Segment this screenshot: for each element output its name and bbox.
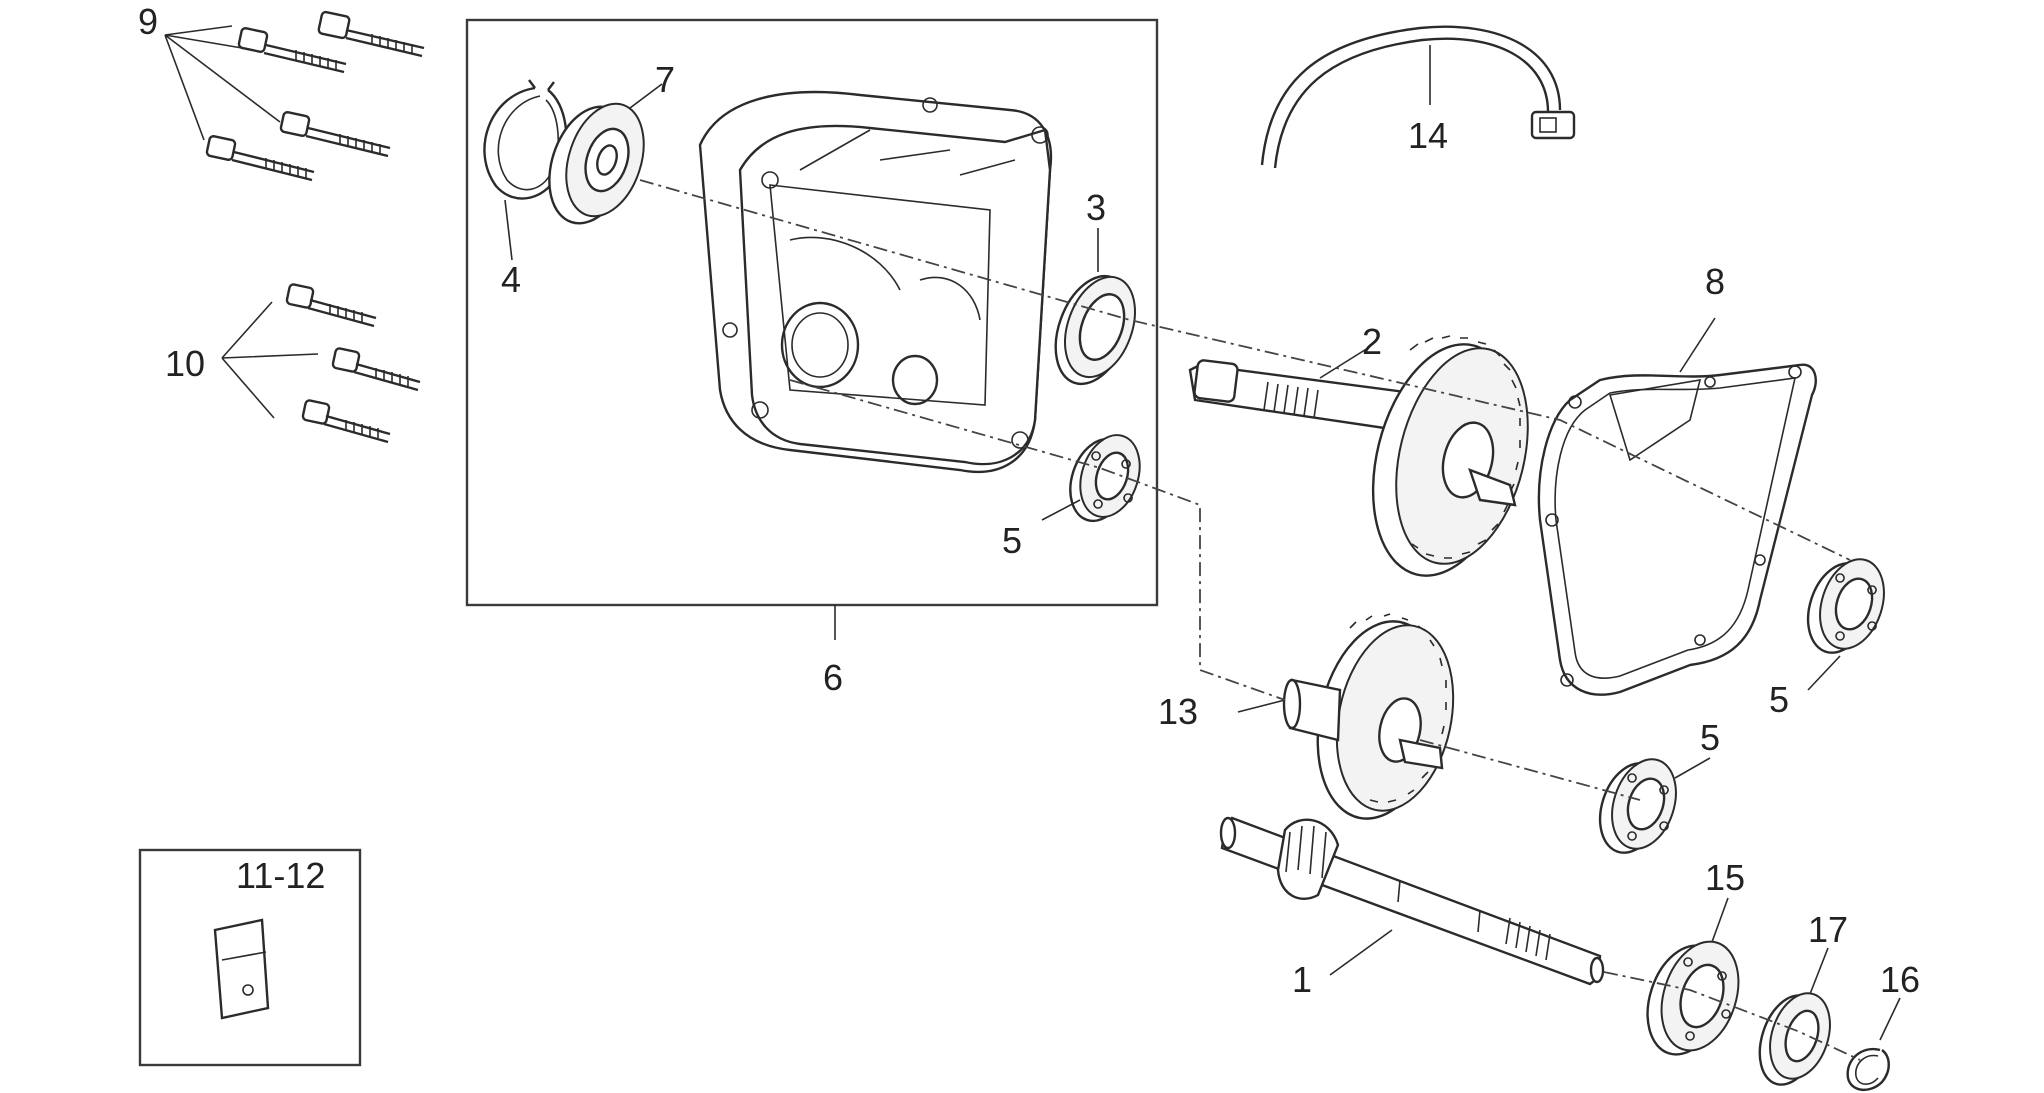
circlip-16 — [1846, 997, 1901, 1091]
callout-5-kit: 5 — [1002, 520, 1022, 561]
callout-1: 1 — [1292, 959, 1312, 1000]
callout-11-12: 11-12 — [236, 855, 325, 896]
callout-2: 2 — [1362, 321, 1382, 362]
shaft-gear-2 — [1188, 335, 1529, 577]
bolt-group-9 — [164, 10, 425, 182]
bolt — [317, 10, 425, 58]
leader-line-1 — [1329, 929, 1393, 976]
bearing-7 — [548, 83, 663, 225]
small-part-11-12 — [213, 918, 270, 1020]
small-part-box-frame — [138, 848, 362, 1067]
bolt — [205, 135, 315, 182]
bearing-15 — [1646, 897, 1740, 1056]
leader-line-13 — [1237, 699, 1286, 713]
bolt — [285, 283, 377, 328]
callout-5-right: 5 — [1769, 679, 1789, 720]
bolt — [237, 27, 347, 74]
bolt — [331, 347, 421, 392]
bolt — [301, 399, 391, 444]
gear-13 — [1237, 613, 1455, 820]
leader-line-17 — [1809, 947, 1829, 995]
leader-line-5-kit — [1041, 499, 1081, 521]
callout-15: 15 — [1705, 857, 1745, 898]
callout-17: 17 — [1808, 909, 1848, 950]
kit-box-frame — [465, 18, 1159, 607]
cable-14 — [1260, 25, 1576, 169]
gasket-8 — [1537, 317, 1817, 696]
oil-seal-3 — [1054, 228, 1136, 386]
leader-line-10 — [221, 301, 319, 419]
seal-17 — [1758, 947, 1831, 1086]
callout-labels: 9 7 4 3 14 8 2 10 5 6 5 13 5 11-12 15 17… — [138, 1, 1920, 1000]
bolt — [279, 111, 391, 158]
bearing-5-lower — [1598, 757, 1711, 854]
callout-3: 3 — [1086, 187, 1106, 228]
assembly-center-lines — [639, 179, 1861, 1061]
leader-line-15 — [1711, 897, 1729, 943]
callout-9: 9 — [138, 1, 158, 42]
callout-8: 8 — [1705, 261, 1725, 302]
bolt-group-10 — [221, 283, 421, 444]
callout-16: 16 — [1880, 959, 1920, 1000]
callout-13: 13 — [1158, 691, 1198, 732]
callout-4: 4 — [501, 259, 521, 300]
leader-line-4 — [504, 199, 513, 261]
leader-line-5-right — [1807, 655, 1841, 691]
callout-7: 7 — [655, 59, 675, 100]
bearing-5-kit — [1041, 434, 1141, 523]
gear-2-teeth — [1371, 335, 1529, 577]
leader-line-7 — [629, 83, 663, 109]
leader-line-5-lower — [1674, 757, 1711, 779]
shaft-1 — [1219, 816, 1605, 986]
callout-14: 14 — [1408, 115, 1448, 156]
leader-line-8 — [1679, 317, 1716, 373]
callout-5-lower: 5 — [1700, 717, 1720, 758]
callout-10: 10 — [165, 343, 205, 384]
leader-line-9 — [164, 25, 281, 141]
leader-line-2 — [1319, 347, 1369, 379]
leader-line-16 — [1879, 997, 1901, 1041]
bearing-5-right — [1806, 558, 1885, 691]
transmission-cover — [698, 90, 1053, 474]
callout-6: 6 — [823, 657, 843, 698]
